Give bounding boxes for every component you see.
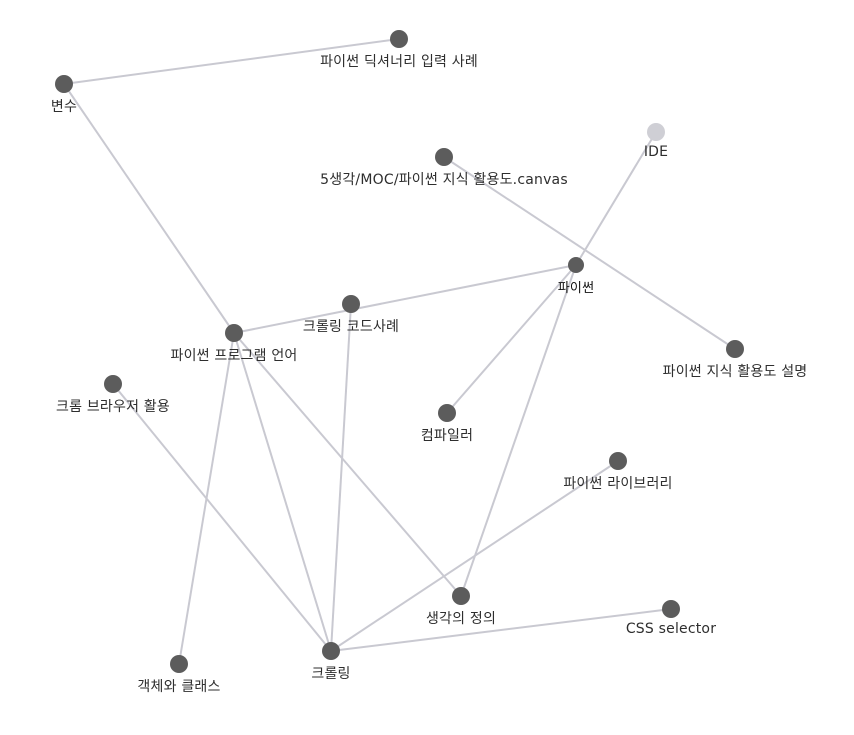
graph-edge bbox=[460, 264, 577, 597]
node-circle-icon[interactable] bbox=[647, 123, 665, 141]
node-label: 크롬 브라우저 활용 bbox=[56, 399, 170, 415]
node-label: 크롤링 bbox=[311, 666, 351, 682]
node-label: CSS selector bbox=[625, 621, 717, 637]
node-label: IDE bbox=[643, 144, 669, 160]
graph-edge bbox=[330, 608, 672, 652]
node-circle-icon[interactable] bbox=[452, 587, 470, 605]
graph-edge bbox=[446, 264, 577, 414]
node-circle-icon[interactable] bbox=[662, 600, 680, 618]
graph-edge bbox=[63, 38, 400, 85]
node-label: 객체와 클래스 bbox=[137, 679, 221, 695]
node-circle-icon[interactable] bbox=[322, 642, 340, 660]
node-circle-icon[interactable] bbox=[435, 148, 453, 166]
node-label: 파이썬 딕셔너리 입력 사례 bbox=[320, 54, 478, 70]
node-label: 파이썬 프로그램 언어 bbox=[170, 348, 298, 364]
node-circle-icon[interactable] bbox=[342, 295, 360, 313]
node-circle-icon[interactable] bbox=[726, 340, 744, 358]
node-circle-icon[interactable] bbox=[390, 30, 408, 48]
graph-edge bbox=[575, 131, 657, 266]
graph-edge bbox=[330, 303, 352, 652]
node-circle-icon[interactable] bbox=[55, 75, 73, 93]
node-label: 변수 bbox=[50, 99, 78, 115]
node-label: 5생각/MOC/파이썬 지식 활용도.canvas bbox=[320, 172, 568, 188]
graph-edge bbox=[233, 264, 577, 334]
graph-edge bbox=[63, 83, 235, 334]
graph-edge bbox=[233, 332, 462, 597]
node-label: 크롤링 코드사례 bbox=[302, 319, 400, 335]
node-label: 파이썬 bbox=[557, 281, 595, 296]
node-circle-icon[interactable] bbox=[225, 324, 243, 342]
node-label: 컴파일러 bbox=[420, 428, 474, 444]
node-circle-icon[interactable] bbox=[170, 655, 188, 673]
graph-edge bbox=[330, 460, 619, 652]
node-circle-icon[interactable] bbox=[568, 257, 584, 273]
node-circle-icon[interactable] bbox=[438, 404, 456, 422]
node-label: 생각의 정의 bbox=[425, 611, 497, 627]
node-circle-icon[interactable] bbox=[609, 452, 627, 470]
node-label: 파이썬 지식 활용도 설명 bbox=[662, 364, 808, 380]
graph-edge bbox=[443, 156, 736, 350]
node-circle-icon[interactable] bbox=[104, 375, 122, 393]
graph-edge bbox=[233, 332, 332, 652]
node-label: 파이썬 라이브러리 bbox=[563, 476, 673, 492]
graph-edge bbox=[112, 383, 332, 652]
